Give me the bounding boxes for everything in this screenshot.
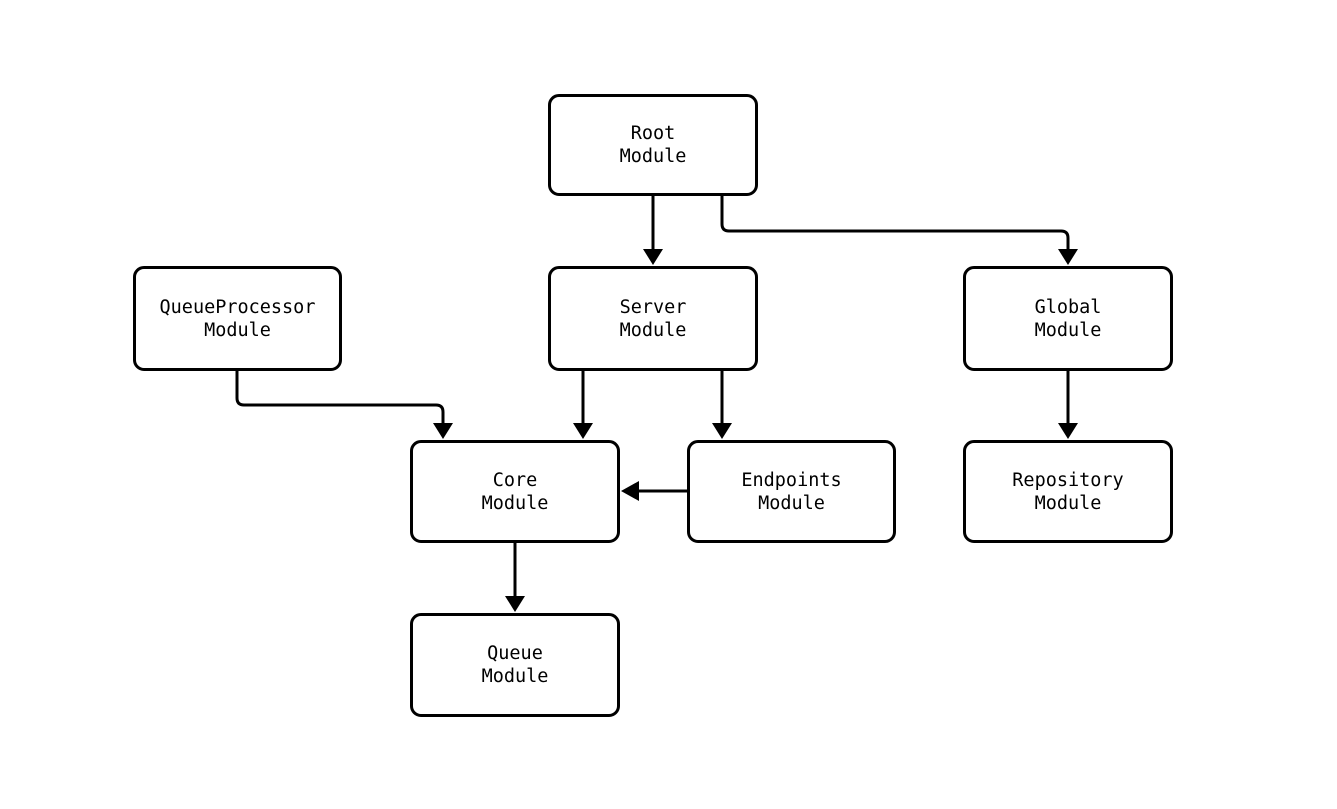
node-global-module-line-2: Module (1034, 319, 1102, 341)
node-root-module[interactable]: Root Module (548, 94, 758, 196)
arrowhead-root-to-global (1058, 249, 1078, 265)
node-core-module-line-2: Module (481, 492, 549, 514)
node-core-module[interactable]: Core Module (410, 440, 620, 543)
node-server-module[interactable]: Server Module (548, 266, 758, 371)
node-queue-module-line-1: Queue (487, 643, 543, 664)
arrowhead-server-to-endpoints (712, 423, 732, 439)
node-root-module-line-2: Module (619, 146, 687, 167)
node-queueprocessor-module[interactable]: QueueProcessor Module (133, 266, 342, 371)
arrowhead-server-to-core (573, 423, 593, 439)
node-queue-module[interactable]: Queue Module (410, 613, 620, 717)
node-core-module-line-1: Core (492, 469, 538, 491)
node-global-module-line-1: Global (1034, 296, 1102, 318)
arrowhead-global-to-repository (1058, 423, 1078, 439)
node-queueprocessor-module-line-2: Module (204, 319, 271, 341)
node-endpoints-module-line-2: Module (758, 492, 825, 514)
node-server-module-line-2: Module (619, 319, 687, 341)
node-queueprocessor-module-line-1: QueueProcessor (159, 296, 316, 318)
node-global-module[interactable]: Global Module (963, 266, 1173, 371)
node-repository-module-line-2: Module (1034, 492, 1102, 514)
node-endpoints-module-line-1: Endpoints (741, 469, 842, 491)
node-repository-module-line-1: Repository (1012, 469, 1124, 491)
arrowhead-endpoints-to-core (621, 481, 639, 501)
node-endpoints-module[interactable]: Endpoints Module (687, 440, 896, 543)
node-root-module-line-1: Root (630, 123, 676, 144)
arrowhead-root-to-server (643, 249, 663, 265)
arrowhead-core-to-queue (505, 596, 525, 612)
node-queue-module-line-2: Module (481, 666, 549, 687)
arrowhead-queueprocessor-to-core (433, 423, 453, 439)
node-server-module-line-1: Server (619, 296, 687, 318)
edge-root-to-global (720, 196, 1070, 250)
node-repository-module[interactable]: Repository Module (963, 440, 1173, 543)
edge-queueprocessor-to-core (235, 371, 445, 424)
